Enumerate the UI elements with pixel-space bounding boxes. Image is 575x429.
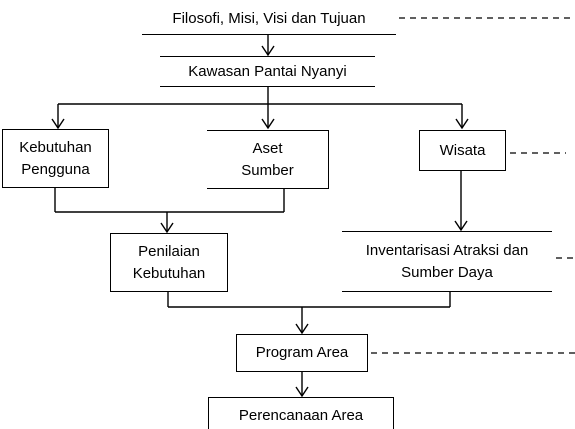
planning-label: Perencanaan Area: [238, 407, 364, 424]
needs-assessment-label-line-2: Kebutuhan: [132, 264, 206, 282]
arrowhead-area: [261, 45, 275, 57]
area-label: Kawasan Pantai Nyanyi: [188, 62, 347, 80]
arrowhead-assessment: [160, 222, 174, 234]
user-needs-label-line-2: Pengguna: [21, 160, 90, 178]
program-label: Program Area: [255, 344, 349, 361]
planning-box: Perencanaan Area: [208, 397, 394, 429]
arrowhead-planning: [295, 386, 309, 398]
tourism-label: Wisata: [439, 141, 486, 159]
area-box: Kawasan Pantai Nyanyi: [160, 56, 375, 87]
user-needs-box: Kebutuhan Pengguna: [2, 129, 109, 188]
arrowhead-program: [295, 323, 309, 335]
goals-box: Filosofi, Misi, Visi dan Tujuan: [142, 0, 396, 35]
inventory-label-line-1: Inventarisasi Atraksi dan: [365, 241, 529, 259]
inventory-label-line-2: Sumber Daya: [401, 263, 493, 281]
program-box: Program Area: [236, 334, 368, 372]
needs-assessment-box: Penilaian Kebutuhan: [110, 233, 228, 292]
resources-box: Aset Sumber: [207, 130, 329, 189]
arrowhead-inventory: [454, 220, 468, 232]
arrowhead-user-needs: [51, 118, 65, 130]
arrowhead-resources: [261, 118, 275, 130]
needs-assessment-label-line-1: Penilaian: [138, 242, 200, 260]
inventory-box: Inventarisasi Atraksi dan Sumber Daya: [342, 231, 552, 292]
tourism-box: Wisata: [419, 130, 506, 171]
resources-label-line-1: Aset: [252, 139, 283, 157]
resources-label-line-2: Sumber: [241, 161, 294, 179]
goals-label: Filosofi, Misi, Visi dan Tujuan: [172, 10, 366, 27]
arrowhead-tourism: [455, 118, 469, 130]
user-needs-label-line-1: Kebutuhan: [19, 138, 92, 156]
